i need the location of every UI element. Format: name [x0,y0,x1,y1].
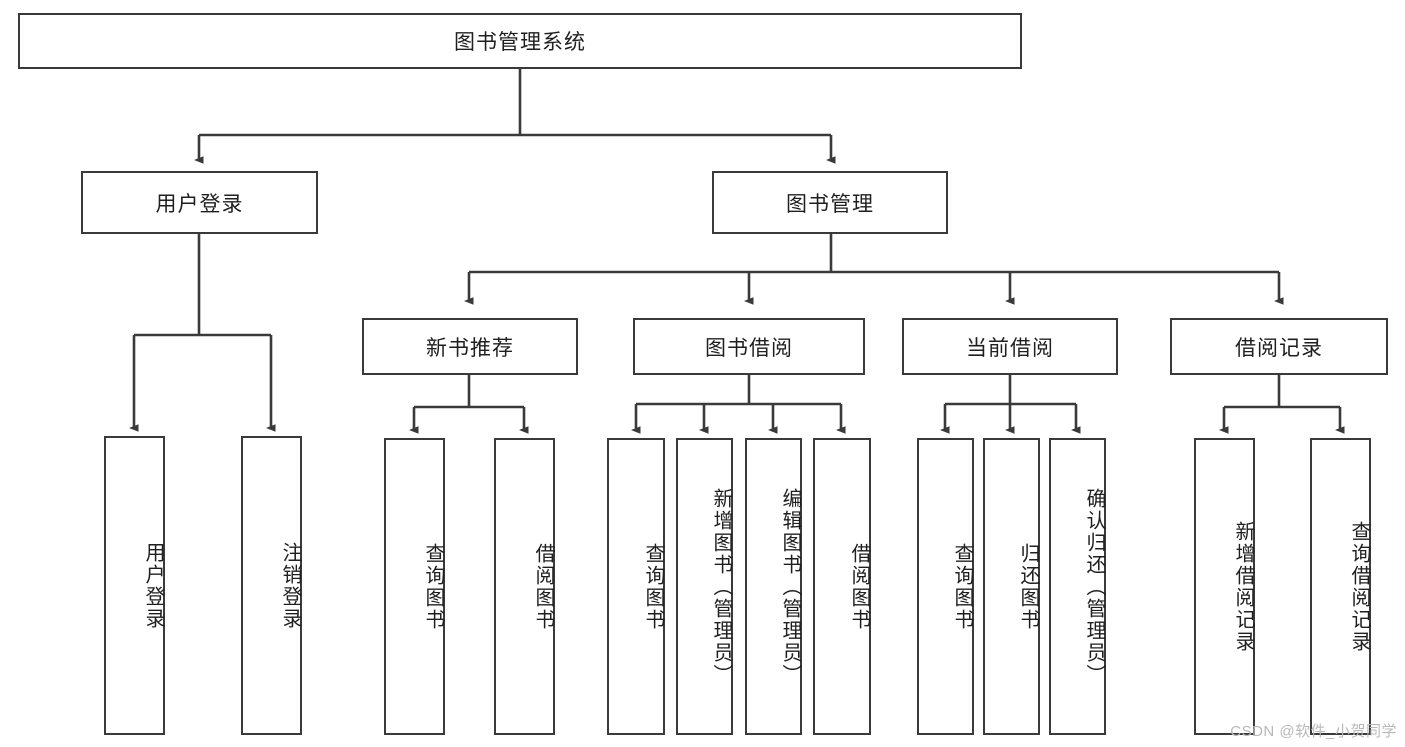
leaf-borrow-add-book-admin[interactable]: 新增图书（管理员） [676,438,733,735]
node-book-management[interactable]: 图书管理 [712,171,948,234]
leaf-current-confirm-return-admin[interactable]: 确认归还（管理员） [1049,438,1106,735]
leaf-recommend-borrow-book[interactable]: 借阅图书 [494,438,555,735]
leaf-user-login-login[interactable]: 用户登录 [104,436,165,735]
node-borrow-record[interactable]: 借阅记录 [1170,318,1388,375]
node-label: 新增借阅记录 [1232,520,1254,653]
leaf-borrow-query-book[interactable]: 查询图书 [607,438,665,735]
node-label: 查询图书 [422,542,444,631]
node-label: 查询借阅记录 [1348,520,1370,653]
csdn-watermark: CSDN @软件_小贺同学 [1230,723,1397,740]
node-root-system[interactable]: 图书管理系统 [18,13,1022,69]
node-label: 图书借阅 [705,336,793,360]
leaf-current-return-book[interactable]: 归还图书 [983,438,1040,735]
leaf-borrow-borrow-book[interactable]: 借阅图书 [813,438,871,735]
node-label: 新书推荐 [426,336,514,360]
node-label: 借阅图书 [848,542,870,631]
node-label: 新增图书（管理员） [710,487,732,686]
node-label: 用户登录 [155,192,244,216]
node-label: 借阅记录 [1235,336,1323,360]
node-label: 确认归还（管理员） [1083,487,1105,686]
node-label: 借阅图书 [532,542,554,631]
node-label: 查询图书 [951,542,973,631]
node-label: 当前借阅 [966,336,1054,360]
leaf-record-add-record[interactable]: 新增借阅记录 [1194,438,1255,735]
node-label: 编辑图书（管理员） [779,487,801,686]
node-label: 查询图书 [642,542,664,631]
node-user-login[interactable]: 用户登录 [81,171,318,234]
node-label: 用户登录 [142,541,164,630]
leaf-borrow-edit-book-admin[interactable]: 编辑图书（管理员） [745,438,802,735]
leaf-user-login-logout[interactable]: 注销登录 [241,436,302,735]
node-label: 图书管理 [786,192,874,216]
node-label: 图书管理系统 [454,31,586,54]
node-book-borrow[interactable]: 图书借阅 [633,318,865,375]
node-new-book-recommend[interactable]: 新书推荐 [362,318,578,375]
leaf-record-query-record[interactable]: 查询借阅记录 [1310,438,1371,735]
node-current-borrow[interactable]: 当前借阅 [902,318,1118,375]
leaf-recommend-query-book[interactable]: 查询图书 [384,438,445,735]
node-label: 归还图书 [1017,542,1039,631]
leaf-current-query-book[interactable]: 查询图书 [917,438,974,735]
node-label: 注销登录 [279,541,301,630]
